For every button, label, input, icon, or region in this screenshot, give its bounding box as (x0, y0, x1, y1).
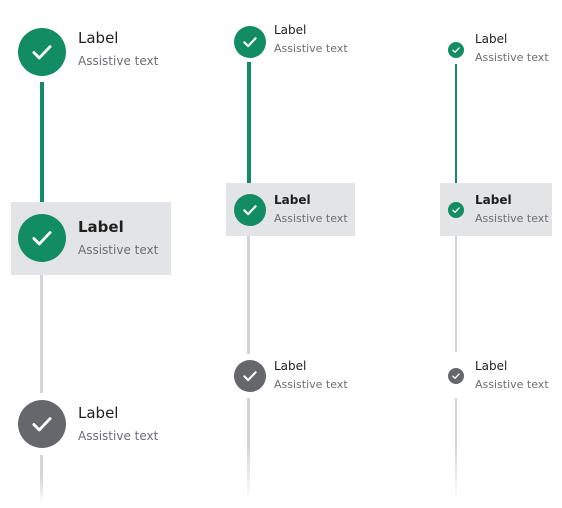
step-assistive-text: Assistive text (78, 243, 159, 257)
check-icon (18, 214, 66, 262)
step-complete[interactable]: Label Assistive text (234, 22, 348, 58)
check-icon (448, 41, 464, 58)
step-current[interactable]: Label Assistive text (18, 214, 158, 262)
stepper-medium: Label Assistive text Label Assistive tex… (215, 0, 375, 508)
check-icon (234, 359, 266, 392)
step-label: Label (274, 193, 311, 207)
step-label: Label (475, 359, 508, 373)
track-pending (247, 236, 250, 354)
step-current[interactable]: Label Assistive text (234, 193, 348, 226)
check-icon (448, 201, 464, 218)
step-assistive-text: Assistive text (78, 429, 159, 443)
step-label: Label (78, 404, 119, 422)
track-pending (455, 236, 457, 352)
step-assistive-text: Assistive text (274, 41, 348, 55)
step-pending[interactable]: Label Assistive text (448, 359, 549, 392)
step-current[interactable]: Label Assistive text (448, 193, 549, 226)
step-assistive-text: Assistive text (475, 51, 549, 64)
step-assistive-text: Assistive text (78, 54, 159, 68)
step-assistive-text: Assistive text (475, 212, 549, 225)
check-icon (18, 28, 66, 76)
track-pending-tail (455, 398, 457, 500)
stepper-small: Label Assistive text Label Assistive tex… (430, 0, 562, 508)
step-assistive-text: Assistive text (274, 378, 348, 391)
track-pending-tail (247, 398, 250, 500)
track-complete (40, 82, 44, 207)
step-pending[interactable]: Label Assistive text (234, 359, 348, 392)
step-label: Label (78, 218, 124, 236)
track-complete (247, 62, 251, 188)
step-complete[interactable]: Label Assistive text (448, 32, 549, 65)
step-label: Label (274, 359, 307, 373)
step-complete[interactable]: Label Assistive text (18, 28, 158, 76)
track-complete (455, 64, 457, 188)
check-icon (18, 400, 66, 448)
track-pending (40, 270, 43, 393)
step-label: Label (475, 193, 512, 207)
step-label: Label (475, 32, 508, 46)
stepper-large: Label Assistive text Label Assistive tex… (0, 0, 190, 508)
step-label: Label (78, 29, 119, 47)
track-pending-tail (40, 455, 43, 503)
check-icon (448, 367, 464, 384)
step-label: Label (274, 22, 307, 37)
step-assistive-text: Assistive text (475, 378, 549, 391)
check-icon (234, 193, 266, 226)
step-assistive-text: Assistive text (274, 212, 348, 225)
check-icon (234, 26, 266, 58)
step-pending[interactable]: Label Assistive text (18, 400, 158, 448)
